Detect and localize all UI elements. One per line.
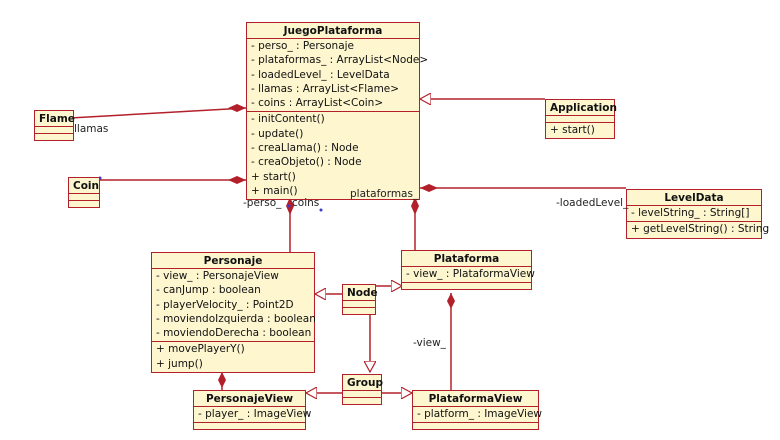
label-perso: -perso_ <box>243 197 282 209</box>
diamond-coin <box>228 176 246 184</box>
method: + jump() <box>156 357 203 370</box>
label-loadedlevel: -loadedLevel_ <box>556 197 629 209</box>
method: + movePlayerY() <box>156 343 245 356</box>
class-name: Plataforma <box>402 251 531 267</box>
class-application[interactable]: Application + start() <box>545 99 617 140</box>
class-plataforma[interactable]: Plataforma - view_ : PlataformaView <box>401 250 535 291</box>
attribute: - platform_ : ImageView <box>417 408 543 420</box>
methods <box>343 308 375 314</box>
attribute: - moviendoIzquierda : boolean <box>156 312 316 325</box>
attributes <box>69 194 99 201</box>
attribute: - coins : ArrayList<Coin> <box>251 97 384 110</box>
class-flame[interactable]: Flame <box>34 110 75 141</box>
attribute: - perso_ : Personaje <box>251 40 355 52</box>
class-name: Node <box>343 285 378 301</box>
attributes: - platform_ : ImageView <box>413 407 543 424</box>
methods: + getLevelString() : String <box>627 222 770 237</box>
methods <box>194 423 305 429</box>
diamond-plataforma-view <box>447 293 455 309</box>
method: + main() <box>251 184 298 197</box>
label-plataformas: plataformas_ <box>350 188 419 200</box>
label-coins: coins <box>292 197 320 209</box>
handle-dot <box>319 208 323 212</box>
attributes: - view_ : PersonajeView - canJump : bool… <box>152 269 316 343</box>
attributes <box>35 127 73 134</box>
diamond-leveldata <box>420 184 438 192</box>
attributes: - levelString_ : String[] <box>627 206 761 223</box>
handle-dot <box>287 204 291 208</box>
class-name: PlataformaView <box>413 391 538 407</box>
class-name: Group <box>343 375 383 391</box>
methods <box>343 398 381 404</box>
attributes: - player_ : ImageView <box>194 407 312 424</box>
methods: + movePlayerY() + jump() <box>152 342 314 372</box>
method: - update() <box>251 127 304 140</box>
class-name: JuegoPlataforma <box>247 23 419 39</box>
attributes: - perso_ : Personaje - plataformas_ : Ar… <box>247 39 429 113</box>
diamond-plataformas <box>411 197 419 215</box>
attribute: - levelString_ : String[] <box>631 207 750 219</box>
class-node[interactable]: Node <box>342 284 378 315</box>
method: + start() <box>251 170 296 183</box>
methods <box>413 423 538 429</box>
attributes: - view_ : PlataformaView <box>402 267 535 284</box>
methods <box>35 134 73 140</box>
attribute: - moviendoDerecha : boolean <box>156 327 312 340</box>
class-name: LevelData <box>627 190 761 206</box>
class-personaje[interactable]: Personaje - view_ : PersonajeView - canJ… <box>151 252 316 374</box>
class-name: Personaje <box>152 253 314 269</box>
method: - creaLlama() : Node <box>251 142 359 155</box>
label-llamas: llamas <box>74 123 109 135</box>
attribute: - playerVelocity_ : Point2D <box>156 298 294 311</box>
class-personajeview[interactable]: PersonajeView - player_ : ImageView <box>193 390 312 431</box>
attribute: - plataformas_ : ArrayList<Node> <box>251 54 429 67</box>
attributes <box>546 116 614 123</box>
class-name: PersonajeView <box>194 391 305 407</box>
method: + start() <box>550 124 595 136</box>
diamond-flame <box>228 104 246 112</box>
class-name: Flame <box>35 111 75 127</box>
class-leveldata[interactable]: LevelData - levelString_ : String[] + ge… <box>626 189 770 239</box>
methods <box>402 283 531 289</box>
method: + getLevelString() : String <box>631 223 770 236</box>
class-juegoplataforma[interactable]: JuegoPlataforma - perso_ : Personaje - p… <box>246 22 429 201</box>
class-name: Application <box>546 100 617 116</box>
class-coin[interactable]: Coin <box>68 177 100 208</box>
methods <box>69 201 99 207</box>
attribute: - llamas : ArrayList<Flame> <box>251 82 400 95</box>
attribute: - view_ : PlataformaView <box>406 268 535 280</box>
flame-link <box>69 107 247 119</box>
label-view: -view_ <box>413 337 446 349</box>
attribute: - player_ : ImageView <box>198 408 312 420</box>
diamond-personaje-view <box>218 372 226 388</box>
method: - creaObjeto() : Node <box>251 156 362 169</box>
class-plataformaview[interactable]: PlataformaView - platform_ : ImageView <box>412 390 543 431</box>
method: - initContent() <box>251 113 325 126</box>
class-name: Coin <box>69 178 99 194</box>
class-group[interactable]: Group <box>342 374 383 405</box>
methods: - initContent() - update() - creaLlama()… <box>247 112 419 199</box>
attributes <box>343 391 381 398</box>
attribute: - loadedLevel_ : LevelData <box>251 68 390 81</box>
attributes <box>343 301 375 308</box>
attribute: - canJump : boolean <box>156 284 261 297</box>
attribute: - view_ : PersonajeView <box>156 270 279 282</box>
methods: + start() <box>546 123 614 138</box>
